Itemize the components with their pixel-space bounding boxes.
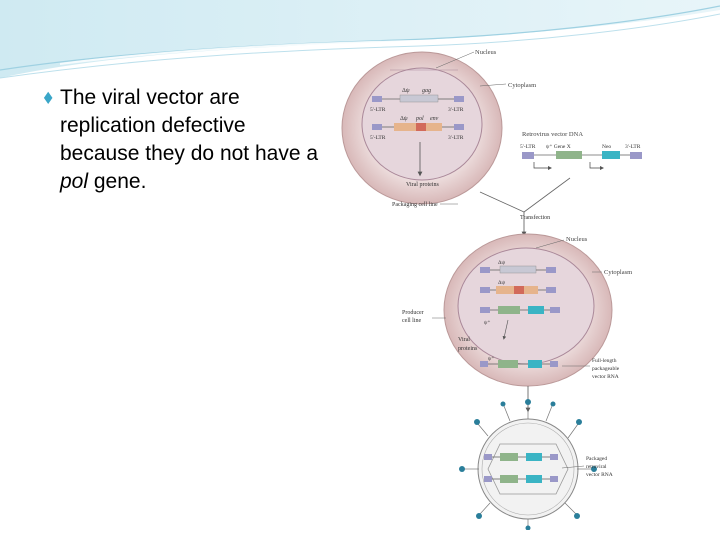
panel2-psi-a: Δψ — [498, 260, 506, 266]
pol-box-red — [416, 123, 426, 131]
p2-row2-ltr3 — [546, 287, 556, 293]
virion-rna2-neo — [526, 475, 542, 483]
panel1-pol-label: pol — [415, 116, 424, 122]
panel2-full-1: Full-length — [592, 358, 617, 364]
p2-row1-ltr3 — [546, 267, 556, 273]
p2-row2-env — [524, 286, 538, 294]
p2-rna-ltr5 — [480, 361, 488, 367]
panel2-psi-c: ψ⁺ — [484, 319, 490, 326]
panel2-producer-2: cell line — [402, 318, 421, 324]
p2-row3-ltr3 — [550, 307, 560, 313]
vector-dna: Retrovirus vector DNA 5'-LTR ψ⁺ Gene X N… — [520, 131, 642, 171]
p2-rna-ltr3 — [550, 361, 558, 367]
panel3-label-3: vector RNA — [586, 472, 613, 478]
bullet-text-end: gene. — [88, 170, 147, 193]
vector-psi-gene: ψ⁺ Gene X — [546, 143, 571, 150]
producer-cell: Nucleus Cytoplasm Δψ Δψ — [402, 233, 632, 413]
p2-row3-neo — [528, 306, 544, 314]
ltr-box-a — [454, 96, 464, 102]
panel1-packaging-label: Packaging cell line — [392, 202, 438, 208]
panel2-cytoplasm-label: Cytoplasm — [604, 269, 632, 276]
virion-rna2-gene — [500, 475, 518, 483]
vector-title: Retrovirus vector DNA — [522, 131, 583, 138]
vector-ltr3-box — [630, 152, 642, 159]
packaged-virion: Packaged retroviral vector RNA — [459, 399, 613, 531]
bullet-diamond-icon — [42, 84, 54, 112]
p2-row2-red — [514, 286, 524, 294]
panel1-viral-proteins: Viral proteins — [406, 182, 439, 188]
panel1-ltr3-b: 3'-LTR — [448, 135, 464, 141]
panel2-psi-d: ψ⁺ — [488, 355, 494, 362]
panel2-full-2: packageable — [592, 366, 620, 372]
vector-neo: Neo — [602, 144, 611, 150]
retrovirus-vector-diagram: Nucleus Cytoplasm Δψ gag 5'-LTR 3'-LTR Δ… — [340, 44, 655, 531]
p2-row1-gag — [499, 265, 537, 274]
panel1-cytoplasm-label: Cytoplasm — [508, 82, 536, 89]
p2-row2-orange — [496, 286, 514, 294]
panel1-gag-label: gag — [422, 88, 431, 94]
bullet-text-italic: pol — [60, 170, 89, 193]
panel2-viral-1: Viral — [458, 337, 470, 343]
panel1-nucleus-label: Nucleus — [475, 49, 497, 56]
virion-rna1-neo — [526, 453, 542, 461]
p2-rna-neo — [528, 360, 542, 368]
bullet-text: The viral vector are replication defecti… — [60, 86, 319, 165]
p2-rna-gene — [498, 360, 518, 368]
env-box — [426, 123, 442, 131]
panel1-ltr5-a: 5'-LTR — [370, 107, 386, 113]
transfection-arrow: Transfection — [479, 177, 571, 237]
vector-ltr5-box — [522, 152, 534, 159]
panel1-ltr5-b: 5'-LTR — [370, 135, 386, 141]
panel2-psi-b: Δψ — [498, 280, 506, 286]
gag-box — [399, 94, 439, 103]
vector-neo-box — [602, 151, 620, 159]
ltr-box-b — [372, 124, 382, 130]
header-wave-decoration — [0, 0, 720, 79]
panel2-producer-1: Producer — [402, 310, 424, 316]
panel1-ltr3-a: 3'-LTR — [448, 107, 464, 113]
p2-row3-gene — [498, 306, 520, 314]
vector-ltr3: 3'-LTR — [625, 144, 641, 150]
panel2-viral-2: proteins — [458, 346, 478, 352]
panel2-full-3: vector RNA — [592, 374, 619, 380]
panel1-env-label: env — [430, 116, 439, 122]
ltr-box-c — [454, 124, 464, 130]
vector-gene-box — [556, 151, 582, 159]
vector-ltr5: 5'-LTR — [520, 144, 536, 150]
pol-box-orange — [394, 123, 416, 131]
packaging-cell: Nucleus Cytoplasm Δψ gag 5'-LTR 3'-LTR Δ… — [341, 49, 536, 208]
panel2-nucleus-label: Nucleus — [566, 236, 588, 243]
diagram-svg: Nucleus Cytoplasm Δψ gag 5'-LTR 3'-LTR Δ… — [341, 49, 642, 531]
virion-rna2-ltr5 — [484, 476, 492, 482]
virion-rna1-ltr3 — [550, 454, 558, 460]
virion-rna2-ltr3 — [550, 476, 558, 482]
p2-row3-ltr5 — [480, 307, 490, 313]
transfection-label: Transfection — [520, 214, 550, 221]
panel1-psi-label-b: Δψ — [400, 116, 408, 122]
panel3-label-2: retroviral — [586, 464, 607, 470]
gag-box-a — [372, 96, 382, 102]
bullet-point: The viral vector are replication defecti… — [60, 84, 330, 196]
virion-rna1-ltr5 — [484, 454, 492, 460]
virion-rna1-gene — [500, 453, 518, 461]
p2-row1-ltr5 — [480, 267, 490, 273]
p2-row2-ltr5 — [480, 287, 490, 293]
panel1-psi-label: Δψ — [402, 88, 410, 94]
panel3-label-1: Packaged — [586, 456, 607, 462]
